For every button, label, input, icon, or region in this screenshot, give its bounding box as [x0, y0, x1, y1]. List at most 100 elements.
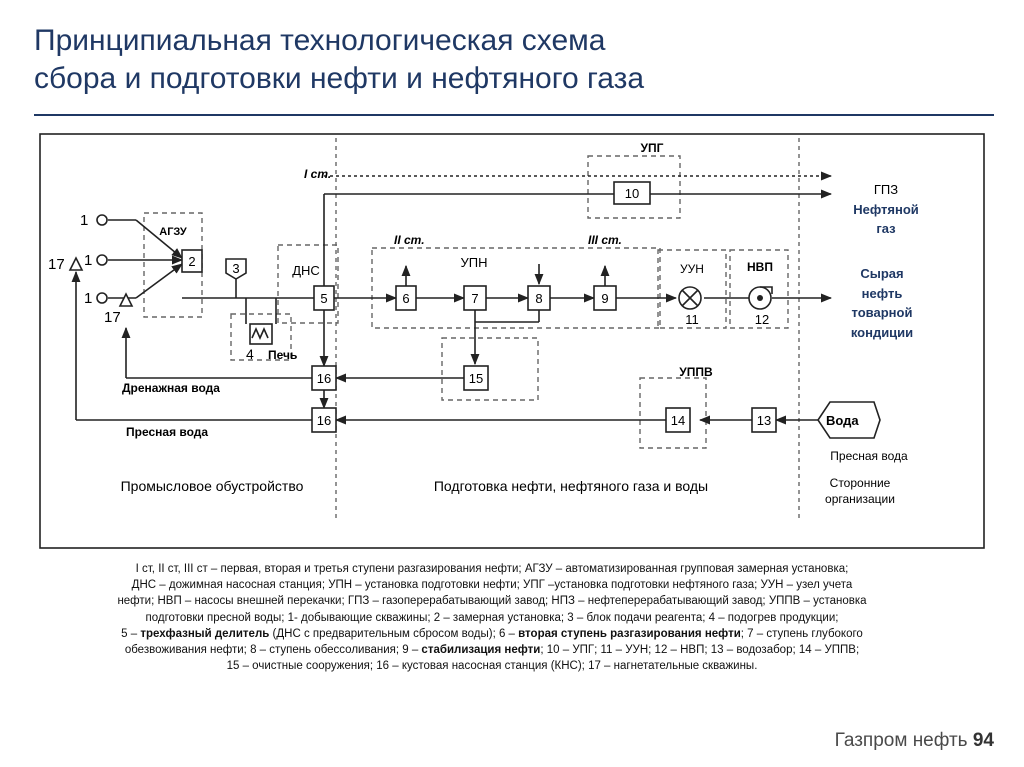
- gas-label-line-1: Нефтяной: [853, 202, 919, 217]
- nvp-group: [729, 249, 789, 329]
- node-7: 7: [471, 291, 478, 306]
- legend-line-5-part-e: ; 7 – ступень глубокого: [740, 627, 863, 640]
- heater-label: Печь: [268, 348, 297, 362]
- node-4: 4: [246, 346, 254, 362]
- title-divider: [34, 114, 994, 116]
- slide-title: Принципиальная технологическая схема сбо…: [34, 22, 934, 98]
- legend-line-6: обезвоживания нефти; 8 – ступень обессол…: [40, 642, 944, 658]
- legend-line-3: нефти; НВП – насосы внешней перекачки; Г…: [117, 595, 867, 608]
- box-9: [593, 285, 617, 311]
- drain-water-label: Дренажная вода: [122, 381, 220, 395]
- box-3: [225, 258, 247, 280]
- node-17b: 17: [104, 309, 121, 326]
- legend-line-6-part-c: ; 10 – УПГ; 11 – УУН; 12 – НВП; 13 – вод…: [540, 644, 860, 657]
- box-2: [181, 249, 203, 273]
- gpz-label: ГПЗ: [874, 182, 898, 197]
- oil-label-line-3: товарной: [852, 305, 913, 320]
- node-1c: 1: [84, 290, 92, 307]
- node-17a: 17: [48, 256, 65, 273]
- node-13: 13: [757, 413, 771, 428]
- footer-brand: Газпром нефть: [834, 730, 968, 751]
- uun-group: [657, 249, 727, 329]
- box-10: [613, 181, 651, 205]
- upg-label: УПГ: [641, 141, 664, 155]
- box-6: [395, 285, 417, 311]
- dns-label: ДНС: [292, 263, 320, 278]
- box-14: [665, 407, 691, 433]
- node-11: 11: [685, 312, 699, 327]
- footer: Газпром нефть 94: [835, 730, 994, 752]
- node-5: 5: [320, 291, 327, 306]
- node-16b: 16: [317, 413, 331, 428]
- box-7: [463, 285, 487, 311]
- legend-line-5: 5 – трехфазный делитель (ДНС с предварит…: [40, 626, 944, 642]
- treatment-group: [441, 337, 539, 401]
- diagram-frame: [39, 133, 985, 549]
- legend: I ст, II ст, III ст – первая, вторая и т…: [40, 561, 944, 674]
- zone-field-label: Промысловое обустройство: [121, 478, 304, 494]
- node-1a: 1: [80, 212, 88, 229]
- box-16b: [311, 407, 337, 433]
- box-8: [527, 285, 551, 311]
- title-line-2: сбора и подготовки нефти и нефтяного газ…: [34, 62, 645, 95]
- dns-group: [277, 244, 339, 324]
- legend-line-5-part-b: трехфазный делитель: [140, 627, 270, 640]
- stage-1-label: I ст.: [304, 167, 331, 181]
- legend-line-6-part-a: обезвоживания нефти; 8 – ступень обессол…: [124, 644, 422, 657]
- agzu-label: АГЗУ: [159, 226, 187, 238]
- production-well-icon-3: [96, 292, 108, 304]
- node-6: 6: [402, 291, 409, 306]
- stage-3-label: III ст.: [588, 233, 622, 247]
- node-9: 9: [601, 291, 608, 306]
- process-flow-diagram: 1 1 1 17 17 2 3 4 5 6 7 8 9 10 11 12 13 …: [39, 133, 985, 549]
- legend-line-5-part-d: вторая ступень разгазирования нефти: [518, 627, 741, 640]
- box-16a: [311, 365, 337, 391]
- zone-ext-label-line-1: Сторонние: [830, 476, 891, 490]
- stage-2-label: II ст.: [394, 233, 425, 247]
- box-5: [313, 285, 335, 311]
- box-13: [751, 407, 777, 433]
- legend-line-5-part-c: (ДНС с предварительным сбросом воды); 6 …: [269, 627, 519, 640]
- node-3: 3: [232, 261, 239, 276]
- node-12: 12: [755, 312, 769, 327]
- injection-well-icon-1: [68, 256, 84, 271]
- water-source-label: Вода: [826, 413, 859, 428]
- heater-group: [230, 313, 292, 361]
- legend-line-7: 15 – очистные сооружения; 16 – кустовая …: [226, 660, 758, 673]
- box-15: [463, 365, 489, 391]
- legend-line-1: I ст, II ст, III ст – первая, вторая и т…: [135, 563, 849, 575]
- legend-line-2: ДНС – дожимная насосная станция; УПН – у…: [131, 579, 853, 592]
- node-16a: 16: [317, 371, 331, 386]
- title-line-1: Принципиальная технологическая схема: [34, 24, 606, 57]
- node-2: 2: [188, 254, 195, 269]
- production-well-icon-1: [96, 214, 108, 226]
- node-8: 8: [535, 291, 542, 306]
- legend-line-5-part-a: 5 –: [121, 627, 141, 640]
- upg-group: [587, 155, 681, 219]
- zone-prep-label: Подготовка нефти, нефтяного газа и воды: [434, 478, 708, 494]
- uppv-label: УППВ: [679, 365, 713, 379]
- production-well-icon-2: [96, 254, 108, 266]
- node-14: 14: [671, 413, 685, 428]
- zone-ext-label-line-2: организации: [825, 492, 895, 506]
- footer-page-number: 94: [972, 730, 994, 751]
- heater-coil-icon: [251, 327, 269, 340]
- uppv-group: [639, 377, 707, 449]
- fresh-water-source-label: Пресная вода: [830, 449, 908, 463]
- legend-line-4: подготовки пресной воды; 1- добывающие с…: [145, 611, 839, 624]
- nvp-label: НВП: [747, 260, 773, 274]
- node-10: 10: [625, 186, 639, 201]
- oil-label-line-1: Сырая: [860, 266, 903, 281]
- water-source-shape: [817, 401, 881, 439]
- injection-well-icon-2: [118, 292, 134, 307]
- oil-label-line-2: нефть: [862, 286, 903, 301]
- gas-label-line-2: газ: [876, 221, 896, 236]
- node-15: 15: [469, 371, 483, 386]
- fresh-water-label: Пресная вода: [126, 425, 208, 439]
- upn-group: [371, 247, 661, 329]
- uun-label: УУН: [680, 262, 704, 276]
- legend-line-6-part-b: стабилизация нефти: [421, 644, 541, 657]
- oil-label-line-4: кондиции: [851, 325, 913, 340]
- upn-label: УПН: [461, 255, 488, 270]
- node-1b: 1: [84, 252, 92, 269]
